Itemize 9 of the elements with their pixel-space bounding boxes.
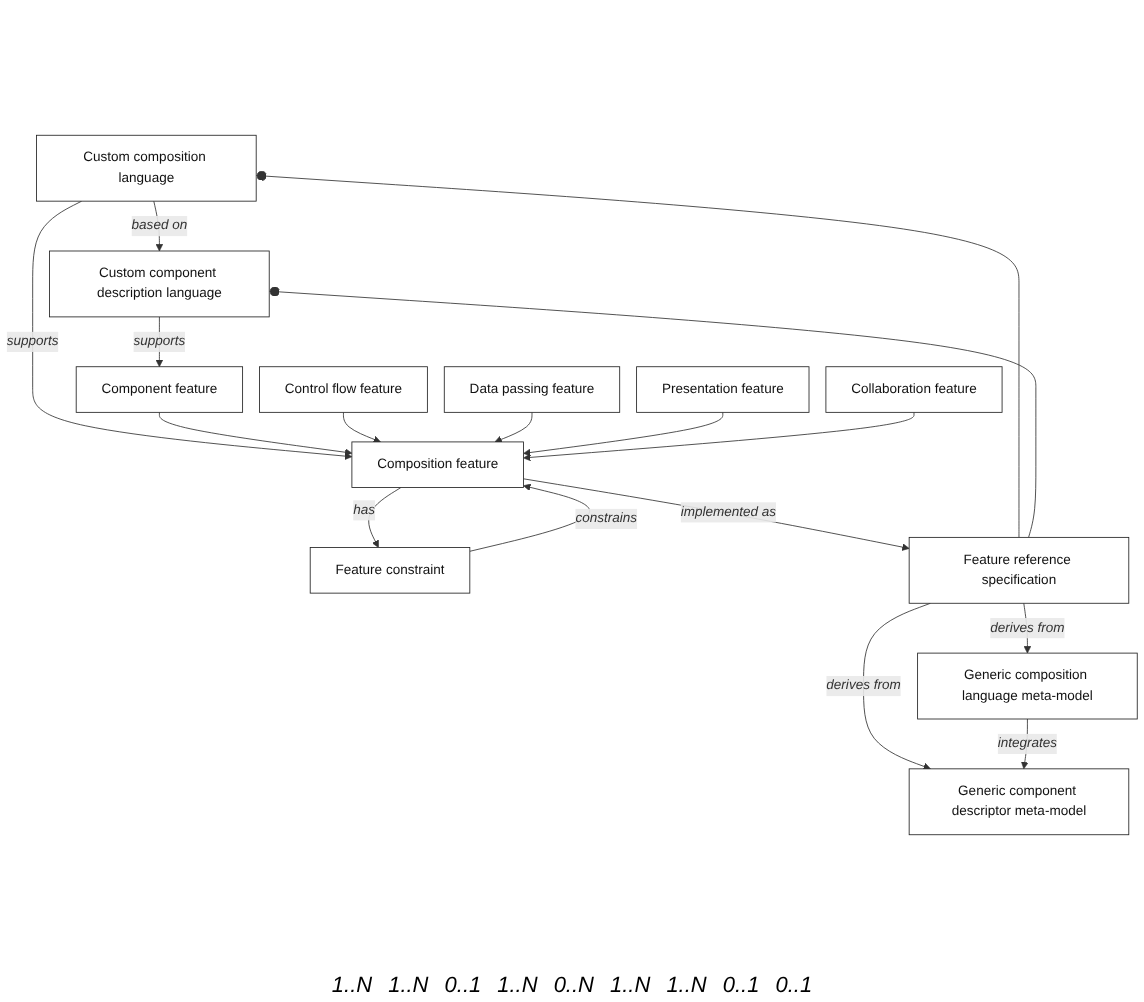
multiplicity-label: 0..1 <box>722 974 760 998</box>
multiplicity-label: 0..N <box>553 974 594 998</box>
multiplicity-label: 1..N <box>497 974 538 998</box>
multiplicity-label: 0..1 <box>444 974 482 998</box>
multiplicity-label: 1..N <box>388 974 429 998</box>
multiplicity-label: 1..N <box>610 974 651 998</box>
multiplicity-label: 0..1 <box>775 974 813 998</box>
multiplicity-label: 1..N <box>331 974 373 998</box>
multiplicity-label: 1..N <box>666 974 707 998</box>
